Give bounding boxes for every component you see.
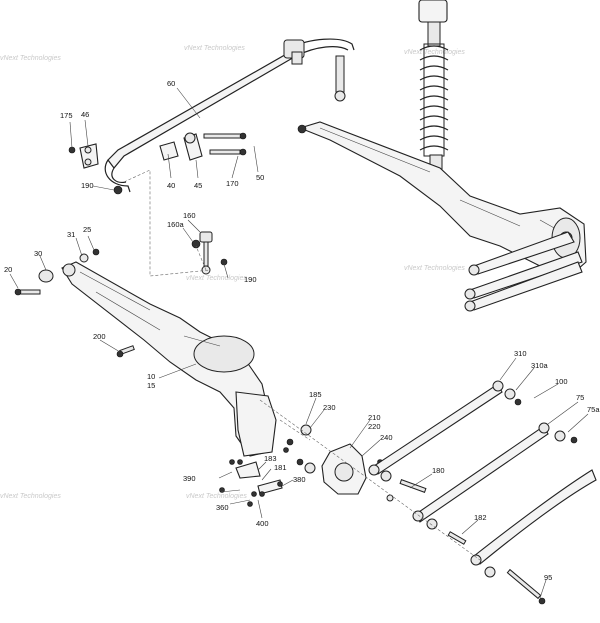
label-181: 181 — [274, 463, 287, 472]
label-100: 100 — [555, 377, 568, 386]
shock-absorber — [418, 0, 449, 178]
label-182: 182 — [474, 513, 487, 522]
watermark: vNext Technologies — [404, 49, 465, 56]
watermark: vNext Technologies — [184, 45, 245, 52]
watermark: vNext Technologies — [186, 493, 247, 500]
knuckle-assembly — [219, 424, 394, 507]
label-95: 95 — [544, 573, 552, 582]
label-190-top: 190 — [81, 181, 94, 190]
label-40: 40 — [167, 181, 175, 190]
watermark: vNext Technologies — [0, 55, 61, 62]
label-10: 10 — [147, 372, 155, 381]
label-200: 200 — [93, 332, 106, 341]
label-220: 220 — [368, 422, 381, 431]
label-45: 45 — [194, 181, 202, 190]
label-50: 50 — [256, 173, 264, 182]
label-31: 31 — [67, 230, 75, 239]
watermark: vNext Technologies — [0, 493, 61, 500]
label-25: 25 — [83, 225, 91, 234]
label-185: 185 — [309, 390, 322, 399]
label-75a: 75a — [587, 405, 600, 414]
label-180: 180 — [432, 466, 445, 475]
label-30: 30 — [34, 249, 42, 258]
sway-bar-hardware — [68, 132, 247, 275]
watermark: vNext Technologies — [186, 275, 247, 282]
label-160: 160 — [183, 211, 196, 220]
label-230: 230 — [323, 403, 336, 412]
label-15: 15 — [147, 381, 155, 390]
label-46: 46 — [81, 110, 89, 119]
part-labels: 60 46 175 190 40 45 170 50 160 160a 190 … — [4, 79, 600, 582]
label-20: 20 — [4, 265, 12, 274]
label-190-mid: 190 — [244, 275, 257, 284]
label-170: 170 — [226, 179, 239, 188]
label-183: 183 — [264, 454, 277, 463]
label-360: 360 — [216, 503, 229, 512]
label-75: 75 — [576, 393, 584, 402]
watermark: vNext Technologies — [404, 265, 465, 272]
label-210: 210 — [368, 413, 381, 422]
upper-control-links — [464, 231, 583, 312]
label-60: 60 — [167, 79, 175, 88]
lower-arm-hardware — [14, 248, 135, 358]
label-400: 400 — [256, 519, 269, 528]
label-160a: 160a — [167, 220, 185, 229]
label-175: 175 — [60, 111, 73, 120]
lower-control-links — [368, 380, 597, 605]
sway-bar — [104, 38, 355, 193]
leader-lines — [9, 87, 589, 599]
label-310: 310 — [514, 349, 527, 358]
lower-trailing-arm — [61, 261, 277, 457]
assembly-lines — [123, 169, 481, 561]
label-380: 380 — [293, 475, 306, 484]
label-240: 240 — [380, 433, 393, 442]
watermarks: vNext Technologies vNext Technologies vN… — [0, 45, 465, 500]
label-310a: 310a — [531, 361, 549, 370]
label-390: 390 — [183, 474, 196, 483]
